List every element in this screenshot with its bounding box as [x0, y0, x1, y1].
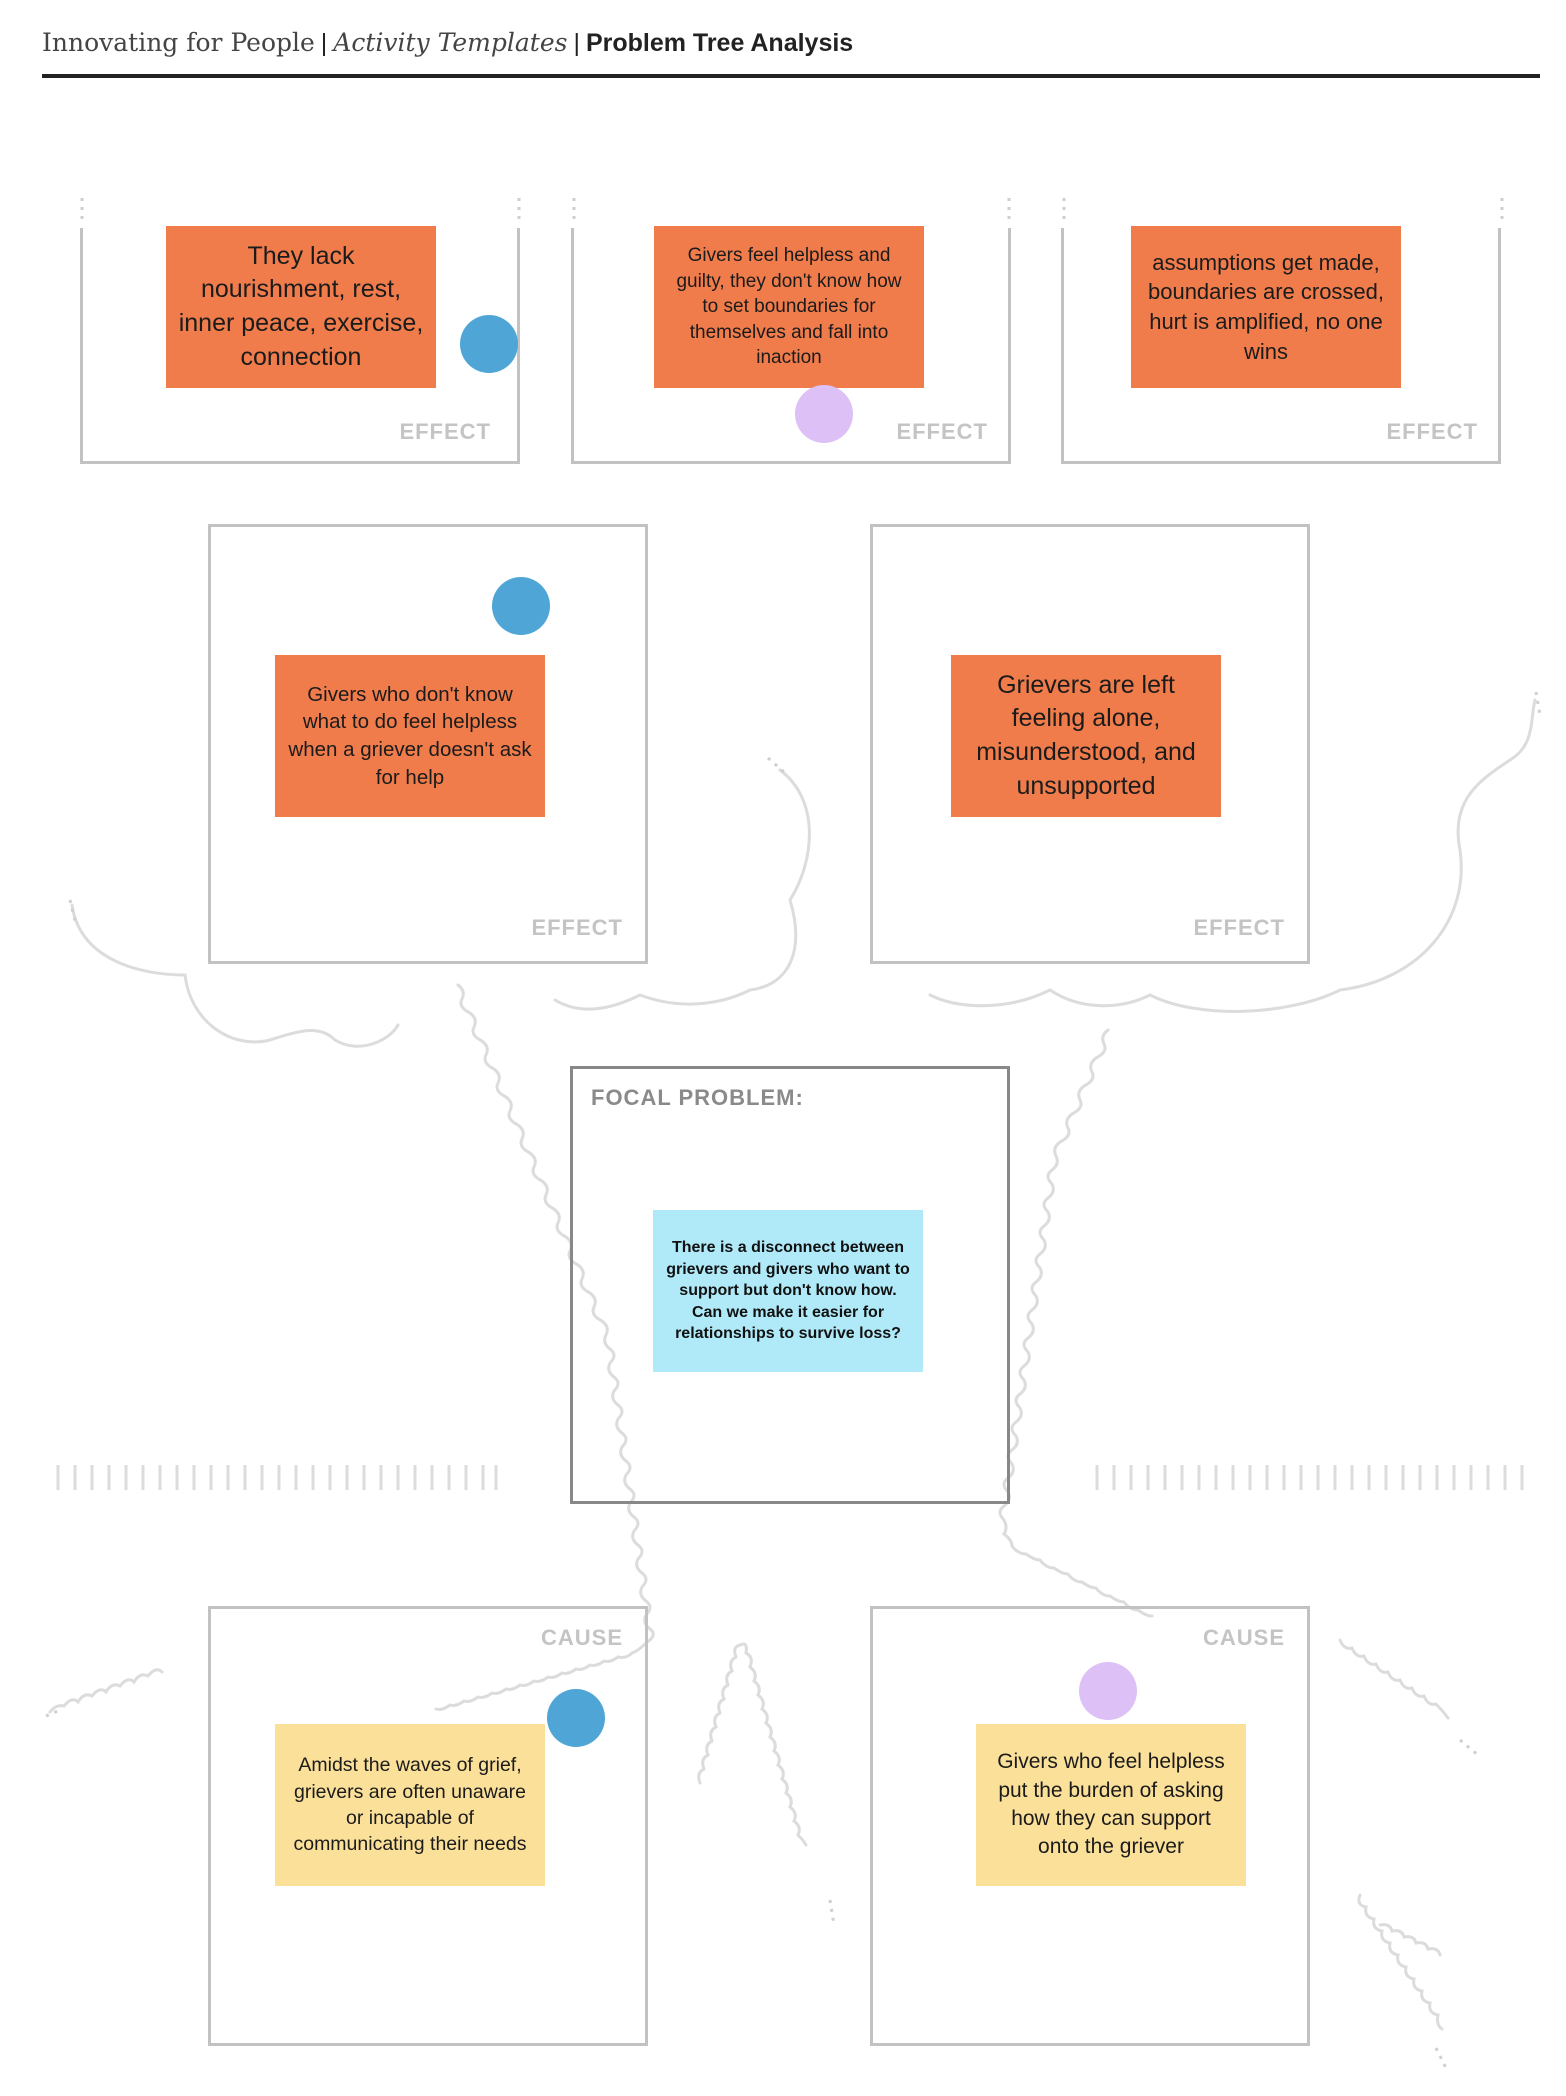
effect-box-2: EFFECT: [571, 228, 1011, 464]
cause-note-2-text: Givers who feel helpless put the burden …: [997, 1750, 1225, 1859]
section-name: Activity Templates: [333, 28, 568, 57]
effect-note-4-text: Givers who don't know what to do feel he…: [288, 682, 532, 789]
effect-box-4: EFFECT: [208, 524, 648, 964]
effect-label: EFFECT: [399, 419, 491, 444]
org-name: Innovating for People: [42, 28, 315, 57]
effect-label: EFFECT: [1193, 915, 1285, 940]
effect-note-1-text: They lack nourishment, rest, inner peace…: [178, 241, 424, 371]
cause-box-1: CAUSE: [208, 1606, 648, 2046]
effect-label: EFFECT: [896, 419, 988, 444]
vote-dot-blue[interactable]: [547, 1689, 605, 1747]
effect-label: EFFECT: [1386, 419, 1478, 444]
effect-note-3-text: assumptions get made, boundaries are cro…: [1147, 249, 1385, 364]
focal-problem-label: FOCAL PROBLEM:: [591, 1085, 804, 1110]
vote-dot-lilac[interactable]: [1079, 1662, 1137, 1720]
focal-problem-note-text: There is a disconnect between grievers a…: [666, 1239, 910, 1343]
effect-note-3[interactable]: assumptions get made, boundaries are cro…: [1131, 226, 1401, 388]
cause-note-2[interactable]: Givers who feel helpless put the burden …: [976, 1724, 1246, 1886]
effect-note-2-text: Givers feel helpless and guilty, they do…: [676, 244, 902, 369]
effect-label: EFFECT: [531, 915, 623, 940]
cause-label: CAUSE: [1202, 1625, 1285, 1650]
vote-dot-lilac[interactable]: [795, 385, 853, 443]
page-title: Problem Tree Analysis: [585, 29, 854, 57]
cause-note-1[interactable]: Amidst the waves of grief, grievers are …: [275, 1724, 545, 1886]
header-separator: |: [573, 29, 580, 57]
effect-box-3: EFFECT: [1061, 228, 1501, 464]
cause-note-1-text: Amidst the waves of grief, grievers are …: [293, 1754, 527, 1856]
header: Innovating for People|Activity Templates…: [42, 28, 853, 68]
effect-note-5[interactable]: Grievers are left feeling alone, misunde…: [951, 655, 1221, 817]
header-rule: [42, 74, 1540, 78]
vote-dot-blue[interactable]: [460, 315, 518, 373]
focal-problem-note[interactable]: There is a disconnect between grievers a…: [653, 1210, 923, 1372]
cause-label: CAUSE: [540, 1625, 623, 1650]
cause-box-2: CAUSE: [870, 1606, 1310, 2046]
effect-note-5-text: Grievers are left feeling alone, misunde…: [976, 670, 1196, 800]
vote-dot-blue[interactable]: [492, 577, 550, 635]
effect-note-2[interactable]: Givers feel helpless and guilty, they do…: [654, 226, 924, 388]
effect-box-1: EFFECT: [80, 228, 520, 464]
header-separator: |: [320, 29, 328, 57]
focal-problem-box: FOCAL PROBLEM:: [570, 1066, 1010, 1504]
effect-box-5: EFFECT: [870, 524, 1310, 964]
effect-note-4[interactable]: Givers who don't know what to do feel he…: [275, 655, 545, 817]
effect-note-1[interactable]: They lack nourishment, rest, inner peace…: [166, 226, 436, 388]
